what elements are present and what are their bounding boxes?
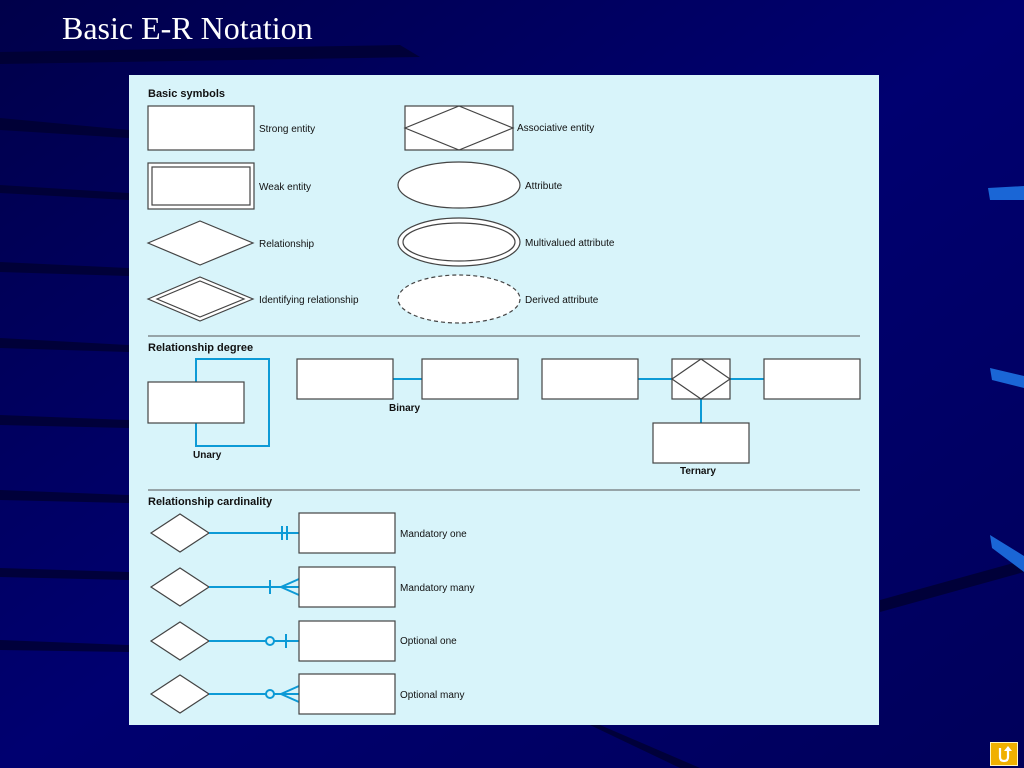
multivalued-attribute-label: Multivalued attribute [525,238,615,249]
er-notation-diagram: Basic symbols Strong entity Weak entity … [146,88,861,715]
unary-relationship-diagram [147,358,270,447]
mandatory-one-label: Mandatory one [400,529,467,540]
binary-relationship-diagram [296,358,519,400]
unary-label: Unary [193,450,222,461]
optional-one-diagram [149,620,396,662]
weak-entity-label: Weak entity [259,182,311,193]
optional-many-diagram [149,673,396,715]
return-arrow-icon [998,746,1012,763]
identifying-relationship-label: Identifying relationship [259,295,359,306]
relationship-label: Relationship [259,239,314,250]
derived-attribute-symbol [397,274,521,324]
ternary-relationship-diagram [541,358,861,464]
associative-entity-label: Associative entity [517,123,594,134]
strong-entity-symbol [147,105,255,151]
multivalued-attribute-symbol [397,217,521,267]
mandatory-many-label: Mandatory many [400,583,474,594]
relationship-cardinality-heading: Relationship cardinality [148,496,273,508]
associative-entity-symbol [403,105,515,151]
mandatory-many-diagram [149,566,396,608]
derived-attribute-label: Derived attribute [525,295,599,306]
relationship-symbol [146,220,255,266]
optional-one-label: Optional one [400,636,457,647]
mandatory-one-diagram [149,512,396,554]
basic-symbols-heading: Basic symbols [148,88,225,100]
slide-title: Basic E-R Notation [62,10,313,46]
weak-entity-symbol [147,162,255,210]
strong-entity-label: Strong entity [259,124,315,135]
return-button[interactable] [990,742,1018,766]
relationship-degree-heading: Relationship degree [148,342,253,354]
binary-label: Binary [389,403,421,414]
attribute-label: Attribute [525,181,563,192]
er-notation-figure: Basic symbols Strong entity Weak entity … [129,75,879,725]
ternary-label: Ternary [680,466,716,477]
optional-many-label: Optional many [400,690,464,701]
attribute-symbol [397,161,521,209]
identifying-relationship-symbol [146,276,255,322]
